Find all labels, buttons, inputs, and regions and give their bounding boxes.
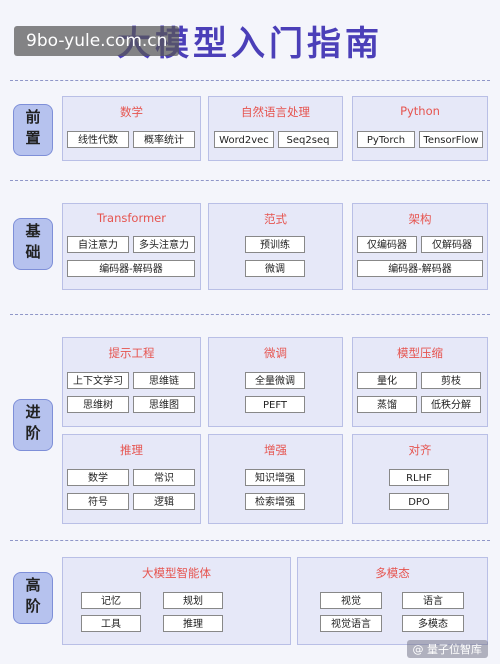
panel-title: Python <box>400 104 440 118</box>
panel-nlp: 自然语言处理 Word2vec Seq2seq <box>208 96 343 161</box>
corner-logo: @ 量子位智库 <box>406 640 488 658</box>
chip: 仅解码器 <box>421 236 483 253</box>
panel-paradigm: 范式 预训练 微调 <box>208 203 343 290</box>
chip: 规划 <box>163 592 223 609</box>
panel-prompt: 提示工程 上下文学习 思维链 思维树 思维图 <box>62 337 201 427</box>
panel-title: 自然语言处理 <box>241 105 310 119</box>
chip: 概率统计 <box>133 131 195 148</box>
panel-finetune: 微调 全量微调 PEFT <box>208 337 343 427</box>
chip: 上下文学习 <box>67 372 129 389</box>
divider <box>10 540 490 541</box>
chip: 检索增强 <box>245 493 305 510</box>
stage-advanced: 进阶 <box>13 399 53 451</box>
chip: 思维链 <box>133 372 195 389</box>
chip: 编码器-解码器 <box>67 260 195 277</box>
chip: 仅编码器 <box>357 236 417 253</box>
chip: 符号 <box>67 493 129 510</box>
chip: 微调 <box>245 260 305 277</box>
chip: 常识 <box>133 469 195 486</box>
chip: 剪枝 <box>421 372 481 389</box>
panel-python: Python PyTorch TensorFlow <box>352 96 488 161</box>
panel-augment: 增强 知识增强 检索增强 <box>208 434 343 524</box>
panel-reasoning: 推理 数学 常识 符号 逻辑 <box>62 434 201 524</box>
chip: Word2vec <box>214 131 274 148</box>
chip: 多模态 <box>402 615 464 632</box>
chip: 知识增强 <box>245 469 305 486</box>
stage-basic: 基础 <box>13 218 53 270</box>
chip: 多头注意力 <box>133 236 195 253</box>
panel-title: 模型压缩 <box>397 346 443 360</box>
chip: 语言 <box>402 592 464 609</box>
panel-compress: 模型压缩 量化 剪枝 蒸馏 低秩分解 <box>352 337 488 427</box>
chip: 逻辑 <box>133 493 195 510</box>
chip: PyTorch <box>357 131 415 148</box>
stage-pre: 前置 <box>13 104 53 156</box>
chip: 自注意力 <box>67 236 129 253</box>
panel-title: 增强 <box>264 443 287 457</box>
divider <box>10 180 490 181</box>
panel-title: Transformer <box>96 211 166 225</box>
chip: 编码器-解码器 <box>357 260 483 277</box>
chip: 记忆 <box>81 592 141 609</box>
panel-title: 数学 <box>120 105 143 119</box>
divider <box>10 80 490 81</box>
panel-multimodal: 多模态 视觉 语言 视觉语言 多模态 <box>297 557 488 645</box>
divider <box>10 314 490 315</box>
chip: PEFT <box>245 396 305 413</box>
chip: 工具 <box>81 615 141 632</box>
chip: TensorFlow <box>419 131 483 148</box>
chip: 蒸馏 <box>357 396 417 413</box>
chip: 思维图 <box>133 396 195 413</box>
panel-title: 多模态 <box>375 566 410 580</box>
chip: Seq2seq <box>278 131 338 148</box>
chip: 低秩分解 <box>421 396 481 413</box>
chip: 视觉 <box>320 592 382 609</box>
panel-title: 推理 <box>120 443 143 457</box>
panel-title: 大模型智能体 <box>142 566 211 580</box>
panel-title: 对齐 <box>408 443 432 457</box>
panel-transformer: Transformer 自注意力 多头注意力 编码器-解码器 <box>62 203 201 290</box>
chip: 预训练 <box>245 236 305 253</box>
chip: 思维树 <box>67 396 129 413</box>
chip: RLHF <box>389 469 449 486</box>
panel-align: 对齐 RLHF DPO <box>352 434 488 524</box>
panel-title: 范式 <box>264 212 287 226</box>
stage-high: 高阶 <box>13 572 53 624</box>
panel-title: 架构 <box>408 212 432 226</box>
chip: 全量微调 <box>245 372 305 389</box>
panel-title: 微调 <box>264 346 287 360</box>
chip: DPO <box>389 493 449 510</box>
chip: 视觉语言 <box>320 615 382 632</box>
watermark: 9bo-yule.com.cn <box>14 26 180 56</box>
chip: 量化 <box>357 372 417 389</box>
panel-math: 数学 线性代数 概率统计 <box>62 96 201 161</box>
chip: 数学 <box>67 469 129 486</box>
chip: 线性代数 <box>67 131 129 148</box>
panel-arch: 架构 仅编码器 仅解码器 编码器-解码器 <box>352 203 488 290</box>
panel-title: 提示工程 <box>108 346 155 360</box>
panel-agent: 大模型智能体 记忆 规划 工具 推理 <box>62 557 291 645</box>
chip: 推理 <box>163 615 223 632</box>
